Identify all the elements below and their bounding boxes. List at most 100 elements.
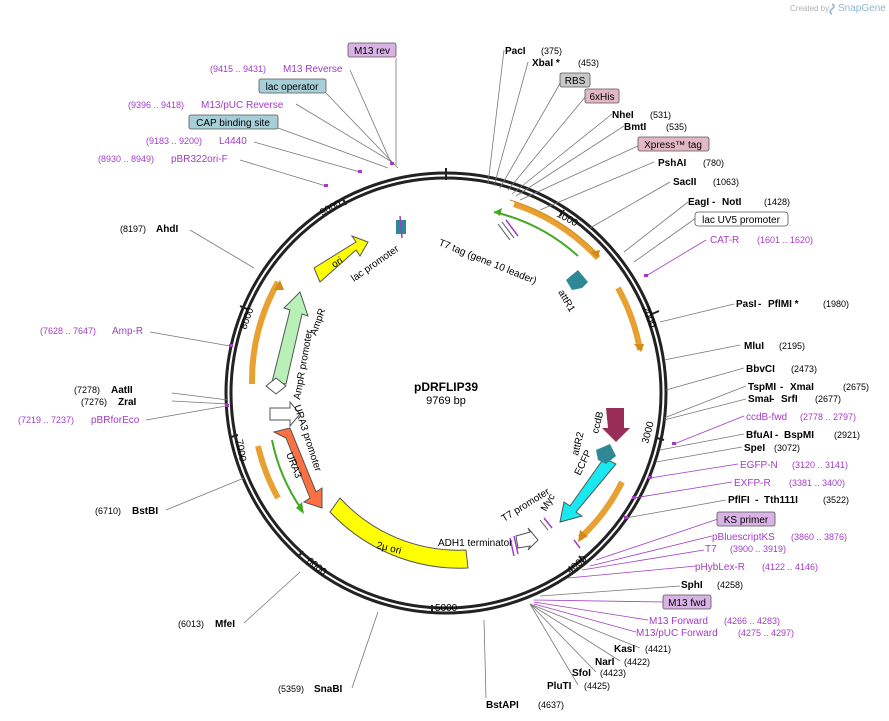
ampr-primer-name: Amp-R — [112, 326, 143, 337]
cap-label: CAP binding site — [196, 118, 270, 129]
mlui-pos: (2195) — [779, 341, 805, 351]
scale-ticks — [230, 198, 665, 612]
pasi-pos: (1980) — [823, 299, 849, 309]
bstapi-name: BstAPI — [486, 700, 519, 711]
ccdbfwd-pos: (2778 .. 2797) — [800, 412, 856, 422]
smai-pos: (2677) — [815, 394, 841, 404]
pbr322-name: pBR322ori-F — [171, 154, 228, 165]
leader-sixhis — [507, 95, 587, 191]
green-arc-1 — [493, 211, 579, 257]
bmti-pos: (535) — [666, 122, 687, 132]
tth111i-name: Tth111I — [764, 495, 798, 506]
attr1-shape — [566, 270, 588, 290]
m13reverse-name: M13 Reverse — [283, 64, 343, 75]
spei-pos: (3072) — [774, 443, 800, 453]
leader-bstbi — [165, 477, 245, 511]
leader-ksprimer — [595, 518, 719, 561]
zrai-pos: (7276) — [81, 397, 107, 407]
exfp-name: EXFP-R — [734, 478, 771, 489]
leader-l4440 — [253, 141, 361, 173]
leader-smai — [663, 398, 747, 421]
ori-shape — [313, 234, 369, 283]
attr2-shape — [596, 444, 616, 464]
leader-bmti — [515, 125, 625, 197]
mfei-name: MfeI — [215, 619, 235, 630]
leader-snabi — [351, 611, 379, 689]
leader-nhei — [511, 113, 613, 195]
leader-sfoi — [529, 603, 597, 673]
leader-pflfi — [625, 499, 727, 519]
phyblex-pos: (4122 .. 4146) — [762, 562, 818, 572]
ccdb-label: ccdB — [590, 410, 606, 435]
m13pucfwd-name: M13/pUC Forward — [636, 628, 718, 639]
ccdbfwd-name: ccdB-fwd — [746, 412, 787, 423]
pluti-pos: (4425) — [584, 681, 610, 691]
adh1-arrow-shape — [515, 527, 539, 551]
leader-phyblex — [567, 565, 697, 579]
xpress-label: Xpress™ tag — [644, 140, 702, 151]
leader-ampr — [149, 331, 231, 347]
leader-nari — [529, 603, 621, 662]
leader-m13fwd — [533, 599, 665, 603]
nari-pos: (4422) — [624, 657, 650, 667]
egfp-pos: (3120 .. 3141) — [792, 460, 848, 470]
green-arrow-ura3 — [296, 502, 304, 514]
primer-mark-pbrfor — [225, 404, 229, 407]
leader-sacii — [589, 181, 671, 229]
tick-9000 — [342, 198, 347, 206]
leader-kasi — [529, 603, 641, 649]
lacop-box — [258, 78, 327, 94]
leader-pbrfor — [145, 405, 227, 421]
bfuai-pos: (2921) — [834, 430, 860, 440]
bspmi-name: BspMI — [784, 430, 814, 441]
m13forward-name: M13 Forward — [649, 616, 708, 627]
pflfi-dash: - — [755, 495, 758, 506]
orange-arrow-2 — [634, 344, 644, 352]
kasi-pos: (4421) — [645, 644, 671, 654]
bfuai-dash: - — [775, 430, 778, 441]
sixhis-box — [584, 88, 620, 104]
t7-tag-label: T7 tag (gene 10 leader) — [437, 238, 538, 287]
leader-exfp — [633, 481, 733, 499]
paci-pos: (375) — [541, 46, 562, 56]
sacii-pos: (1063) — [713, 177, 739, 187]
m13puc-rev-name: M13/pUC Reverse — [201, 100, 284, 111]
sfoi-pos: (4423) — [600, 668, 626, 678]
ahdi-name: AhdI — [156, 224, 178, 235]
bstbi-pos: (6710) — [95, 506, 121, 516]
noti-name: NotI — [722, 197, 742, 208]
pshai-pos: (780) — [703, 158, 724, 168]
primer-mark-m13rev — [390, 162, 394, 165]
zrai-name: ZraI — [118, 397, 137, 408]
leader-tspmi — [663, 385, 747, 419]
tspmi-name: TspMI — [748, 382, 776, 393]
t7-primer-pos: (3900 .. 3919) — [730, 544, 786, 554]
leader-catr — [645, 239, 707, 277]
catr-pos: (1601 .. 1620) — [757, 235, 813, 245]
sphi-pos: (4258) — [717, 580, 743, 590]
xbai-pos: (453) — [578, 58, 599, 68]
sixhis-label: 6xHis — [589, 92, 614, 103]
pbluescript-pos: (3860 .. 3876) — [791, 532, 847, 542]
leader-xbai — [493, 61, 529, 187]
ahdi-pos: (8197) — [120, 224, 146, 234]
leader-bbvci — [665, 367, 745, 391]
leader-aatii — [171, 392, 229, 401]
leader-ahdi — [189, 229, 255, 269]
xbai-name: XbaI * — [532, 58, 560, 69]
ura3-promoter-shape — [269, 400, 301, 428]
exfp-pos: (3381 .. 3400) — [789, 478, 845, 488]
adh1-terminator-label: ADH1 terminator — [438, 538, 513, 549]
tick-7000 — [230, 434, 239, 438]
tick-label-5000: 5000 — [435, 603, 458, 614]
orange-arrow-1 — [590, 250, 600, 258]
eagi-dash: - — [712, 197, 715, 208]
leader-ccdbfwd — [673, 415, 745, 445]
m13rev-label: M13 rev — [354, 46, 390, 57]
primer-mark-ampr — [229, 344, 233, 347]
leader-lacuv5 — [633, 217, 697, 263]
leader-m13forward — [533, 601, 649, 621]
tick-3000 — [656, 437, 665, 441]
leader-mlui — [663, 344, 741, 361]
leader-pbluescript — [589, 535, 713, 567]
